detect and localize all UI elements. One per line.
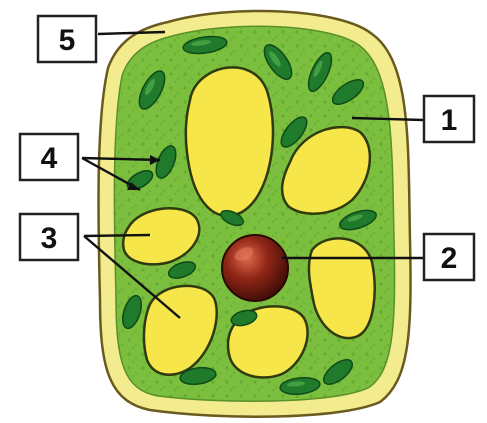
label-3: 3 [20,214,78,260]
vacuole-top [186,67,273,215]
nucleus [222,235,288,301]
leader-line-3a [84,235,150,236]
label-text-1: 1 [441,104,458,137]
label-text-3: 3 [41,222,58,255]
label-1: 1 [424,96,474,142]
label-text-4: 4 [41,142,58,175]
label-2: 2 [424,234,474,280]
label-text-5: 5 [59,24,76,57]
label-5: 5 [38,16,96,62]
label-text-2: 2 [441,242,458,275]
label-4: 4 [20,134,78,180]
